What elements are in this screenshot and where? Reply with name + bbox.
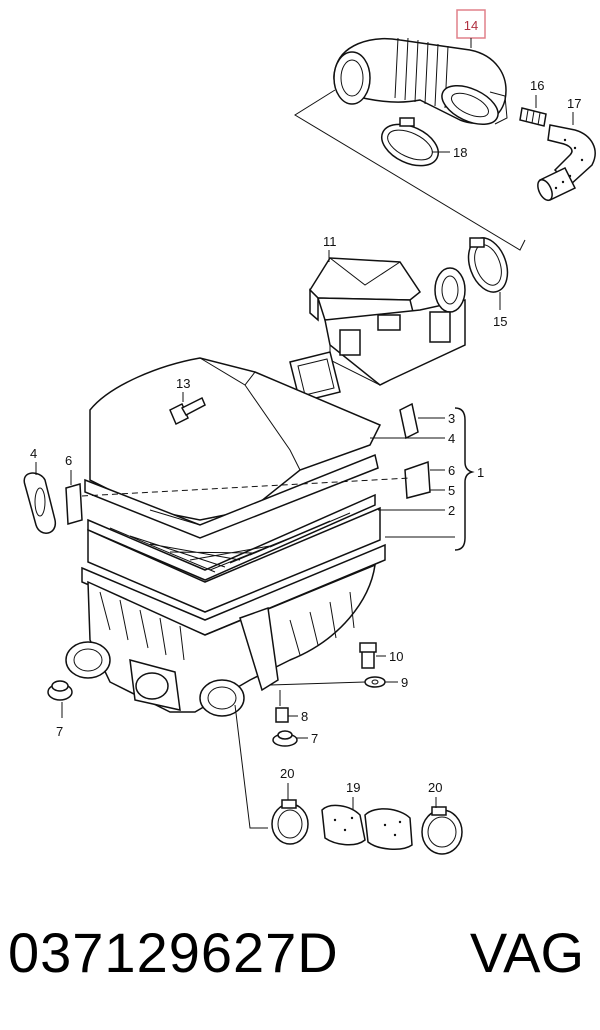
air-filter-lid bbox=[84, 357, 382, 539]
part-8-spacer bbox=[275, 707, 289, 723]
part-17-breather-hose bbox=[537, 124, 596, 202]
exploded-parts-diagram: 14 16 17 18 15 bbox=[23, 9, 596, 855]
part-18-clamp bbox=[381, 117, 439, 167]
callout-7-right: 7 bbox=[311, 731, 318, 746]
callout-4-right: 4 bbox=[448, 431, 455, 446]
part-7-grommet-right bbox=[272, 730, 298, 747]
air-filter-lower-housing bbox=[65, 506, 386, 717]
part-number: 037129627D bbox=[8, 921, 339, 984]
part-20-clamp-right bbox=[421, 806, 463, 855]
part-9-washer bbox=[364, 676, 386, 688]
callout-18: 18 bbox=[453, 145, 467, 160]
footer: 037129627D VAG bbox=[0, 900, 600, 1030]
part-14-intake-hose bbox=[333, 37, 508, 126]
callout-2: 2 bbox=[448, 503, 455, 518]
callout-16: 16 bbox=[530, 78, 544, 93]
callout-20-right: 20 bbox=[428, 780, 442, 795]
brand-label: VAG bbox=[469, 921, 584, 984]
callout-15: 15 bbox=[493, 314, 507, 329]
callout-1: 1 bbox=[477, 465, 484, 480]
callout-13: 13 bbox=[176, 376, 190, 391]
callout-5: 5 bbox=[448, 483, 455, 498]
part-10-bolt bbox=[359, 642, 377, 669]
callout-10: 10 bbox=[389, 649, 403, 664]
callout-14: 14 bbox=[464, 18, 478, 33]
part-6-bracket-right bbox=[404, 460, 431, 499]
callout-8: 8 bbox=[301, 709, 308, 724]
part-4-mount-left bbox=[23, 472, 56, 534]
part-20-clamp-left bbox=[271, 799, 309, 845]
callout-20-left: 20 bbox=[280, 766, 294, 781]
part-11-air-flow-meter bbox=[309, 257, 466, 386]
part-19-hose bbox=[321, 804, 413, 850]
part-16-fitting bbox=[519, 107, 547, 127]
part-15-clamp bbox=[467, 237, 509, 293]
part-12-gasket bbox=[289, 351, 341, 403]
part-7-grommet-left bbox=[47, 680, 73, 701]
part-6-bracket-left bbox=[65, 483, 83, 525]
part-13-bolt bbox=[169, 396, 206, 426]
part-3-clip bbox=[399, 402, 419, 440]
callout-7-left: 7 bbox=[56, 724, 63, 739]
callout-19: 19 bbox=[346, 780, 360, 795]
callout-6-right: 6 bbox=[448, 463, 455, 478]
callout-3: 3 bbox=[448, 411, 455, 426]
callout-17: 17 bbox=[567, 96, 581, 111]
callout-4-left: 4 bbox=[30, 446, 37, 461]
group-1-brace bbox=[454, 407, 475, 551]
callout-11: 11 bbox=[323, 234, 337, 249]
callout-9: 9 bbox=[401, 675, 408, 690]
callout-6-left: 6 bbox=[65, 453, 72, 468]
